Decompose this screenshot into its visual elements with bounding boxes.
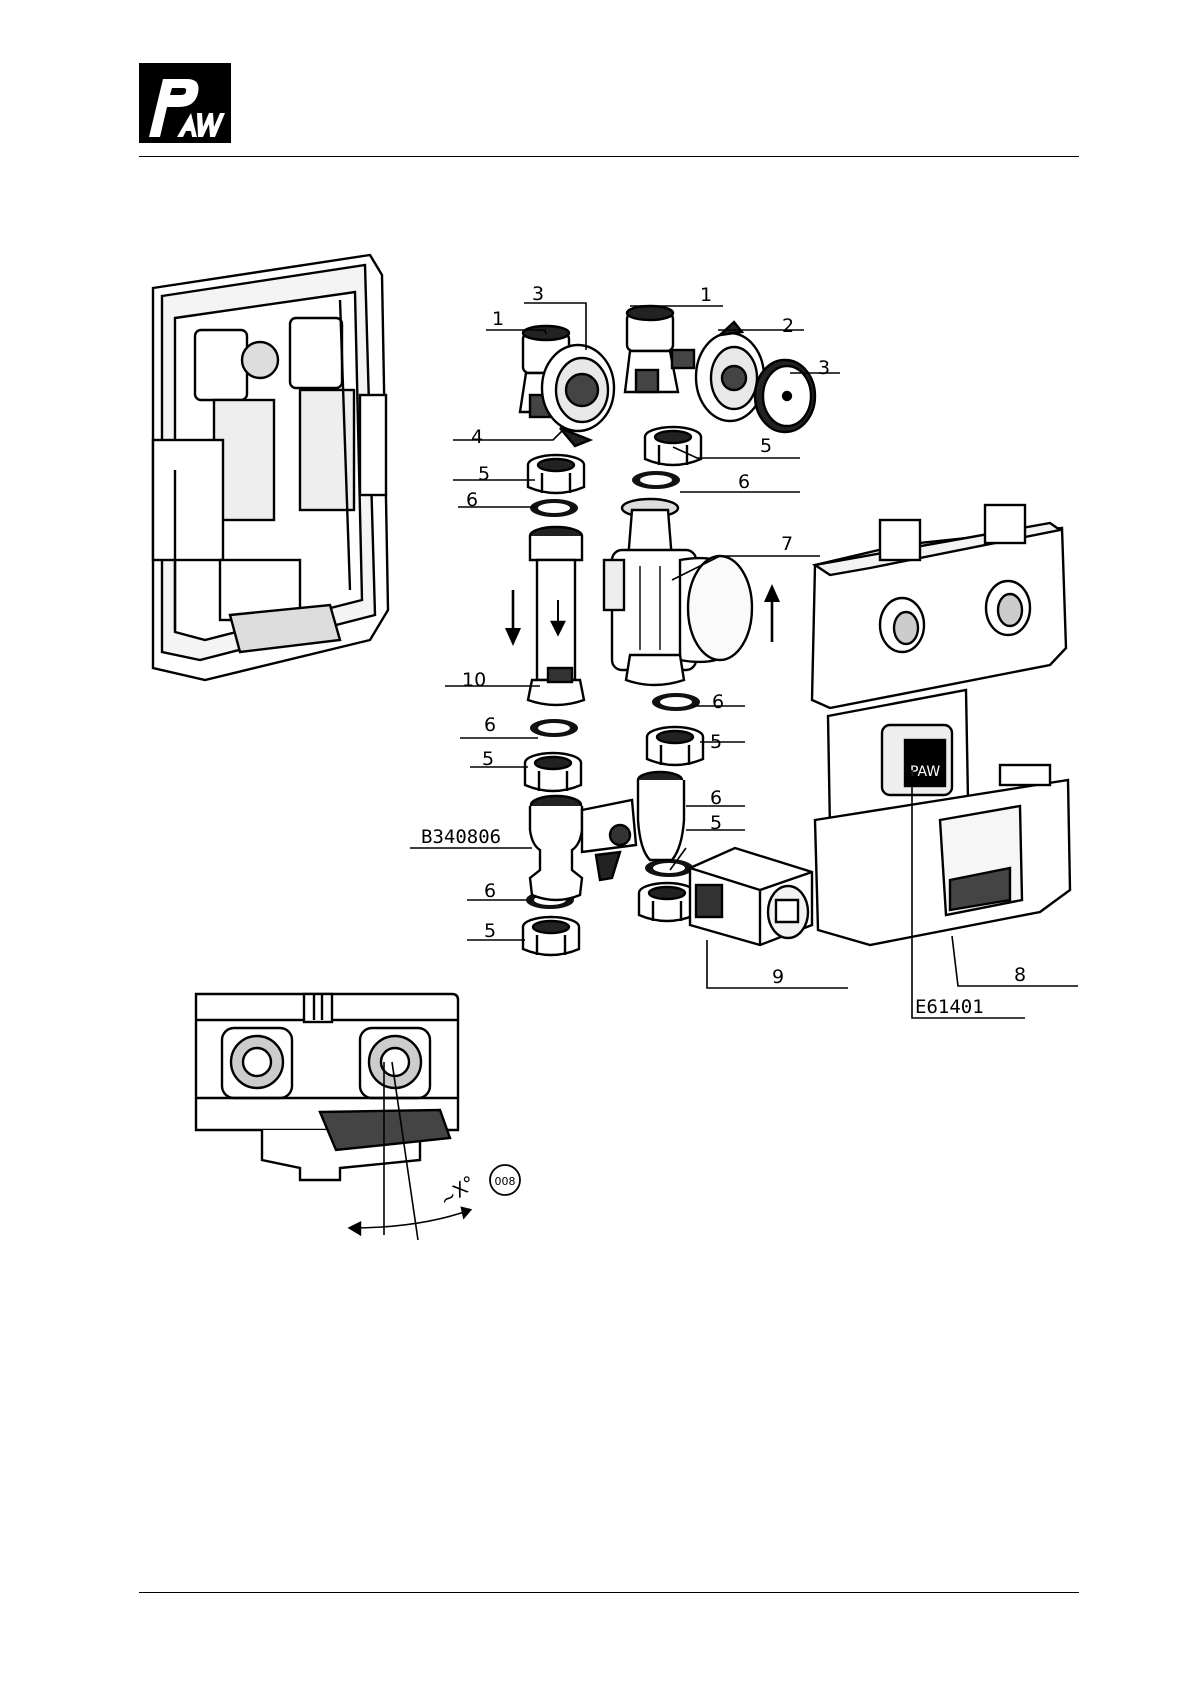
callout-thermometer-handle: 2 [782, 315, 794, 337]
union-nut [639, 883, 695, 921]
callout-gasket-left-mid: 6 [484, 714, 496, 736]
union-nut [647, 727, 703, 765]
circulation-pump [604, 499, 752, 685]
insulation-shell: PAW [812, 505, 1070, 945]
union-nut [525, 753, 581, 791]
angle-badge: 008 [495, 1175, 516, 1188]
union-nut [645, 427, 701, 465]
callout-valve-right: 1 [700, 284, 712, 306]
thermometer-handle-right [696, 322, 764, 421]
callout-insulation: 8 [1014, 964, 1026, 986]
flow-arrow-down [505, 590, 521, 646]
callout-valve-left: 1 [492, 308, 504, 330]
callout-pipe: 10 [462, 669, 486, 691]
gasket [530, 719, 578, 737]
callout-nut-left-top: 5 [478, 463, 490, 485]
thermometer-right [755, 360, 815, 432]
union-nut [528, 455, 584, 493]
callout-thermometer-left: 3 [532, 283, 544, 305]
callout-gasket-left-low: 6 [484, 880, 496, 902]
callout-handle-left: 4 [471, 426, 483, 448]
union-nut [523, 917, 579, 955]
ball-valve-right [625, 306, 694, 392]
callout-nut-left-mid: 5 [482, 748, 494, 770]
callout-nut-right-mid: 5 [710, 731, 722, 753]
connection-pipe [528, 527, 584, 705]
callout-gasket-left-top: 6 [466, 489, 478, 511]
callout-gasket-right-mid: 6 [712, 691, 724, 713]
mixer-actuator [690, 848, 812, 945]
callout-actuator: 9 [772, 966, 784, 988]
svg-text:PAW: PAW [910, 764, 940, 780]
callout-pump: 7 [781, 533, 793, 555]
callout-nut-left-low: 5 [484, 920, 496, 942]
flow-arrow-up [764, 584, 780, 642]
callout-thermometer-right: 3 [818, 357, 830, 379]
gasket [632, 471, 680, 489]
callout-nut-right-top: 5 [760, 435, 772, 457]
callout-gasket-right-top: 6 [738, 471, 750, 493]
mounting-back-plate [153, 255, 388, 680]
angle-label: ~X° [436, 1172, 480, 1212]
insulation-part-code: E61401 [915, 996, 984, 1018]
gasket [645, 859, 693, 877]
gasket [652, 693, 700, 711]
top-view-detail [196, 994, 520, 1240]
mixer-part-code: B340806 [421, 826, 501, 848]
thermometer-handle-left [542, 345, 614, 446]
gasket [530, 499, 578, 517]
callout-nut-right-low: 5 [710, 812, 722, 834]
callout-gasket-right-low: 6 [710, 787, 722, 809]
